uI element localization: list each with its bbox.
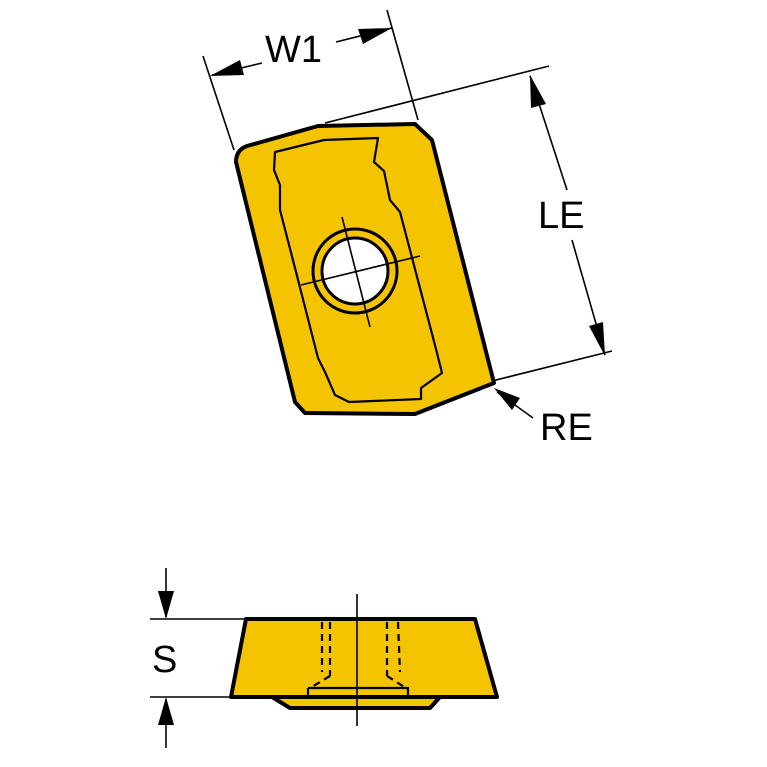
- re-callout: RE: [494, 388, 593, 449]
- re-arrow: [494, 388, 520, 410]
- side-bore-bottom: [306, 686, 410, 697]
- s-label: S: [152, 639, 177, 681]
- hole-centerline-horizontal: [300, 255, 421, 286]
- side-hidden-bore: [309, 621, 407, 689]
- s-dimension: S: [150, 568, 246, 748]
- le-extension-bottom: [491, 350, 613, 382]
- insert-side-view: [229, 594, 499, 726]
- w1-label: W1: [265, 29, 322, 71]
- w1-arrow-left: [210, 60, 244, 76]
- side-outline: [229, 617, 499, 699]
- w1-extension-right: [386, 9, 419, 121]
- insert-top-view: [234, 122, 496, 416]
- w1-dimension: W1: [202, 9, 419, 151]
- le-arrow-top: [530, 75, 546, 108]
- le-label: LE: [538, 195, 584, 237]
- insert-top-pocket: [272, 136, 444, 404]
- le-dimension: LE: [324, 65, 613, 382]
- le-arrow-bottom: [589, 322, 605, 356]
- s-arrow-bottom: [158, 697, 174, 725]
- w1-arrow-right: [358, 28, 392, 44]
- w1-extension-left: [202, 55, 235, 151]
- le-extension-top: [324, 65, 550, 124]
- s-arrow-top: [158, 591, 174, 619]
- re-label: RE: [540, 407, 593, 449]
